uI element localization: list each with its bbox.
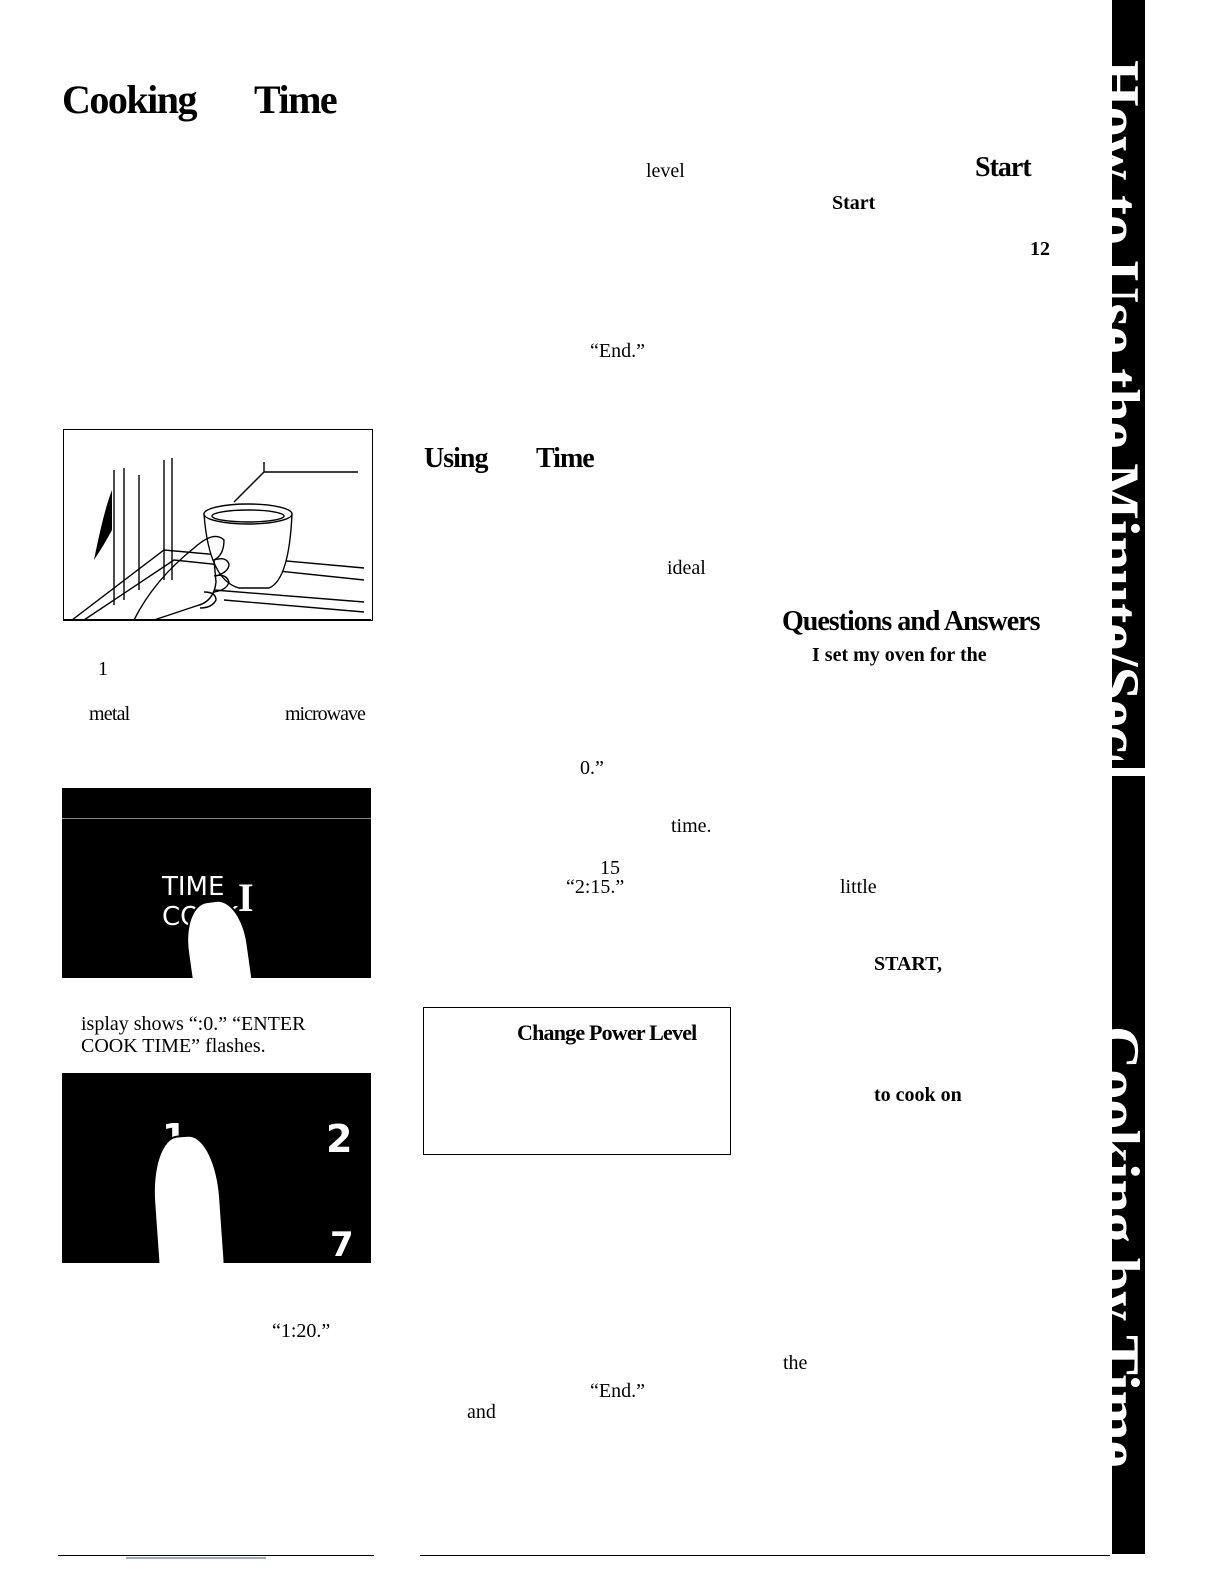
time-cook-indicator: I bbox=[238, 875, 254, 920]
end-text-bottom: “End.” bbox=[590, 1380, 645, 1402]
sidebar-tab-cooking: Cooking by Time bbox=[1104, 776, 1151, 1554]
number-pad-photo: 1 2 7 bbox=[62, 1073, 371, 1263]
cup-in-oven-drawing bbox=[71, 458, 365, 620]
using-heading-time: Time bbox=[536, 443, 595, 474]
panel-edge-line bbox=[62, 818, 371, 819]
time-text: time. bbox=[671, 815, 712, 837]
display-shows-line2: COOK TIME” flashes. bbox=[81, 1035, 266, 1057]
zero-text: 0.” bbox=[580, 757, 604, 779]
sidebar-tab-cooking-label: Cooking by Time bbox=[1104, 1026, 1151, 1468]
questions-answers-heading: Questions and Answers bbox=[782, 606, 1041, 637]
fifteen-text: 15 bbox=[600, 857, 620, 879]
sidebar-tab-timer-label: How to Use the Minute/Second Timer bbox=[1104, 60, 1151, 760]
time-cook-label-line1: TIME bbox=[162, 872, 225, 902]
and-text: and bbox=[467, 1401, 496, 1423]
one-twenty-text: “1:20.” bbox=[272, 1320, 331, 1342]
question-text: I set my oven for the bbox=[812, 644, 987, 666]
display-shows-line1: isplay shows “:0.” “ENTER bbox=[81, 1013, 306, 1035]
the-text: the bbox=[783, 1352, 808, 1374]
metal-text: metal bbox=[89, 703, 130, 725]
page-title-time: Time bbox=[254, 77, 338, 122]
bottom-rule-right bbox=[420, 1555, 1110, 1556]
change-power-level-box: Change Power Level bbox=[423, 1007, 731, 1155]
number-key-7: 7 bbox=[330, 1225, 354, 1263]
start-heading: Start bbox=[975, 152, 1032, 183]
level-text: level bbox=[646, 160, 685, 182]
two-fifteen-text: “2:15.” bbox=[566, 876, 625, 898]
microwave-text: microwave bbox=[285, 703, 366, 725]
cup-in-oven-illustration bbox=[63, 429, 373, 621]
start-caps-text: START, bbox=[874, 953, 943, 975]
number-key-2: 2 bbox=[326, 1117, 353, 1161]
using-heading-word: Using bbox=[424, 443, 488, 474]
illustration-underline bbox=[63, 619, 371, 620]
page-title-cooking: Cooking bbox=[62, 77, 198, 122]
time-cook-pad-photo: TIME COOK I bbox=[62, 788, 371, 978]
finger-pressing-number bbox=[148, 1132, 228, 1263]
bottom-rule-left bbox=[58, 1555, 374, 1556]
start-text: Start bbox=[832, 192, 876, 214]
end-text: “End.” bbox=[590, 340, 645, 362]
bottom-accent-rule bbox=[126, 1557, 266, 1559]
step-one-number: 1 bbox=[98, 658, 108, 680]
ideal-text: ideal bbox=[667, 557, 706, 579]
change-power-level-heading: Change Power Level bbox=[517, 1020, 697, 1045]
sidebar-tab-timer: How to Use the Minute/Second Timer bbox=[1104, 0, 1151, 768]
to-cook-on-text: to cook on bbox=[874, 1084, 962, 1106]
little-text: little bbox=[840, 876, 877, 898]
twelve-text: 12 bbox=[1030, 238, 1050, 260]
